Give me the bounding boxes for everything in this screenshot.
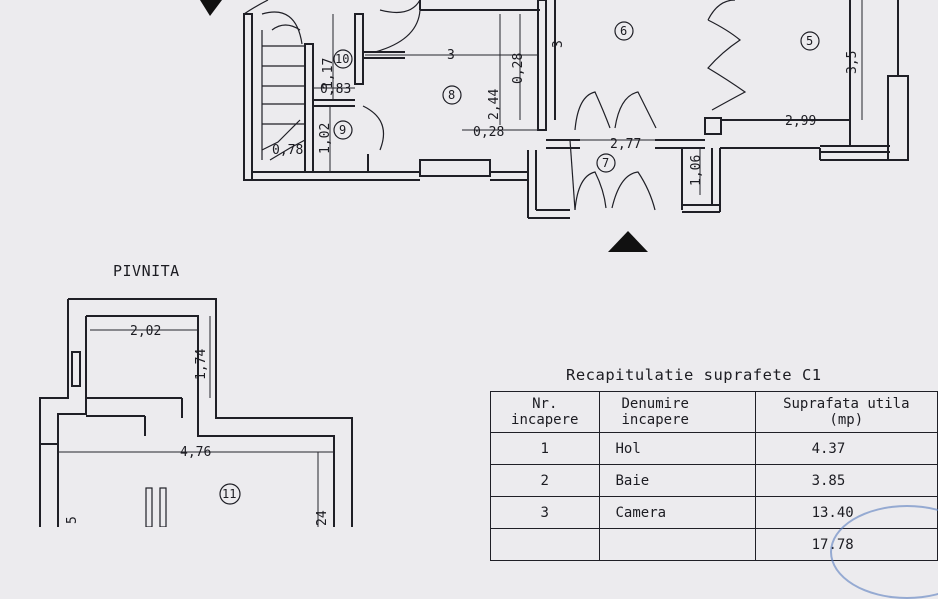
dim-2-77: 2,77 [610,137,641,152]
dim-2-44: 2,44 [487,89,502,120]
svg-text:10: 10 [335,52,349,66]
room-number-7: 7 [596,153,616,173]
dim-1-74: 1,74 [194,349,209,380]
dim-0-78: 0,78 [272,143,303,158]
cell-name [598,528,756,561]
cell-nr [490,528,600,561]
dim-3-5: 3,5 [845,51,860,74]
floor-plan: 3 3 3,5 2,44 0,28 0,28 1,17 0,83 1,02 0,… [39,0,909,527]
cell-area: 4.37 [754,432,938,465]
dim-24: 24 [315,510,330,526]
entrance-arrow-top [200,0,222,16]
dim-1-02: 1,02 [318,123,333,154]
basement-dimension-lines [58,316,334,527]
cell-name: Camera [598,496,756,529]
svg-text:11: 11 [222,487,236,501]
entrance-arrow [608,231,648,252]
dim-1-06: 1,06 [689,155,704,186]
table-row: 2 Baie 3.85 [490,464,938,497]
dim-0-28-vertical: 0,28 [511,53,526,84]
dim-2-02: 2,02 [130,324,161,339]
room-number-6: 6 [614,21,634,41]
room-number-8: 8 [442,85,462,105]
room-number-5: 5 [800,31,820,51]
cell-name: Baie [598,464,756,497]
header-nr: Nr.incapere [490,391,600,433]
svg-text:8: 8 [448,88,455,102]
svg-text:9: 9 [339,123,346,137]
recap-title: Recapitulatie suprafete C1 [566,366,822,384]
ground-floor-walls [243,0,909,219]
cell-area: 3.85 [754,464,938,497]
dim-2-99: 2,99 [785,114,816,129]
cell-nr: 2 [490,464,600,497]
room-number-9: 9 [333,120,353,140]
dim-3-right: 3 [551,40,566,48]
dim-1-17: 1,17 [321,58,336,89]
dimension-lines [313,0,863,195]
svg-text:7: 7 [602,156,609,170]
basement-walls [39,298,353,527]
door-swings [261,0,747,211]
header-area: Suprafata utila(mp) [754,391,938,433]
svg-text:6: 6 [620,24,627,38]
room-number-10: 10 [333,49,353,69]
cell-nr: 3 [490,496,600,529]
dim-0-28-horizontal: 0,28 [473,125,504,140]
cell-name: Hol [598,432,756,465]
staircase [261,24,306,161]
dim-4-76: 4,76 [180,445,211,460]
dim-5: 5 [65,516,80,524]
cell-nr: 1 [490,432,600,465]
basement-title: PIVNITA [113,262,180,280]
svg-text:5: 5 [806,34,813,48]
room-number-11: 11 [219,483,241,505]
dim-3-top: 3 [447,48,455,63]
table-row: 1 Hol 4.37 [490,432,938,465]
dim-0-83: 0,83 [320,82,351,97]
